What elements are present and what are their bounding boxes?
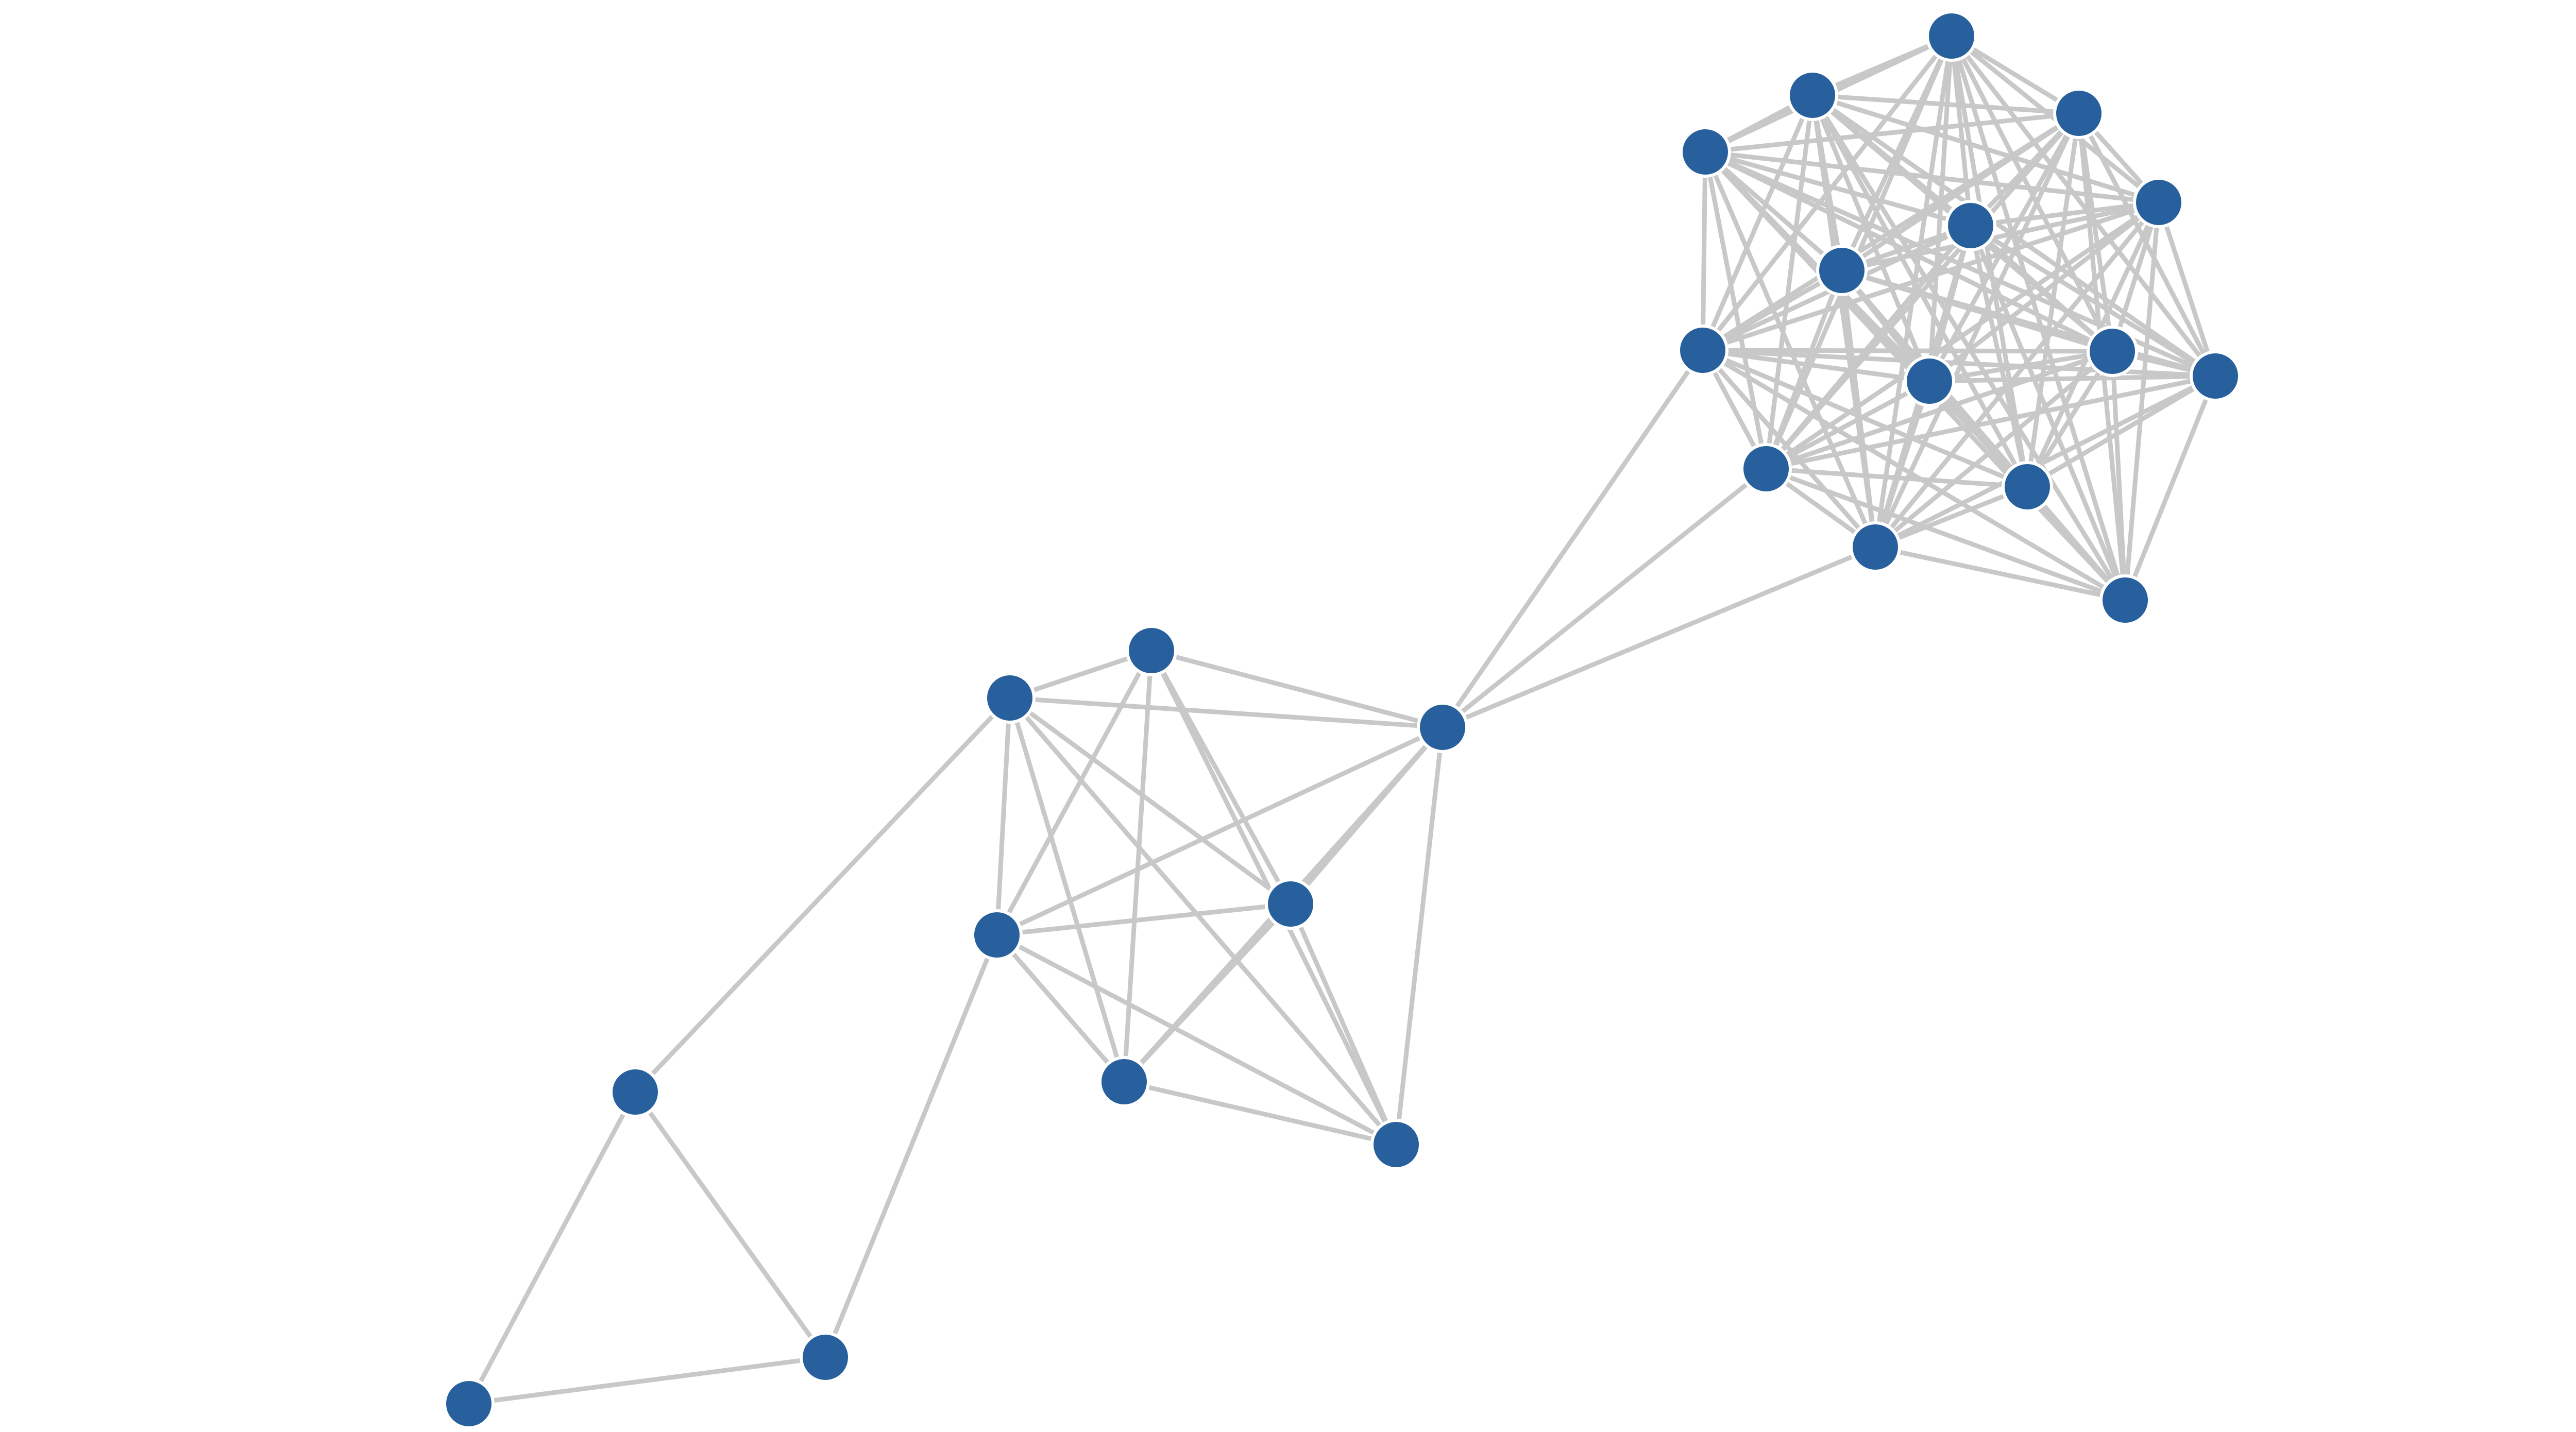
edge-0-14 [1949, 33, 2128, 603]
edge-1-2 [1810, 93, 2081, 116]
edge-17-19 [994, 695, 1012, 937]
node-1[interactable] [1787, 70, 1838, 121]
edge-6-9 [1839, 268, 2218, 379]
node-5[interactable] [2133, 177, 2184, 228]
edge-19-23 [823, 932, 999, 1360]
edge-0-13 [1949, 33, 2030, 489]
edge-12-13 [1873, 484, 2030, 550]
node-3[interactable] [1680, 126, 1731, 178]
edge-19-20 [994, 932, 1127, 1084]
node-17[interactable] [984, 672, 1036, 724]
edge-2-3 [1703, 111, 2081, 155]
edge-15-12 [1440, 544, 1878, 730]
edge-9-11 [1927, 373, 2218, 384]
edge-18-19 [994, 901, 1293, 937]
node-18[interactable] [1265, 878, 1316, 930]
edge-11-12 [1873, 379, 1932, 550]
edge-15-21 [1394, 725, 1445, 1147]
edge-22-24 [466, 1089, 638, 1406]
edge-1-5 [1810, 93, 2161, 205]
edge-3-5 [1703, 149, 2161, 205]
node-9[interactable] [2190, 350, 2241, 402]
edge-1-7 [1700, 93, 1815, 353]
edge-6-7 [1700, 268, 1844, 353]
edge-17-22 [633, 695, 1012, 1095]
node-21[interactable] [1370, 1119, 1422, 1170]
edge-17-18 [1007, 695, 1293, 907]
node-16[interactable] [1126, 625, 1177, 676]
node-22[interactable] [609, 1066, 661, 1118]
node-15[interactable] [1417, 702, 1468, 753]
edge-9-12 [1873, 373, 2218, 550]
edge-17-21 [1007, 695, 1399, 1147]
edge-5-12 [1873, 200, 2161, 550]
edge-15-7 [1440, 348, 1705, 730]
edge-9-13 [2025, 373, 2218, 489]
edge-3-4 [1703, 149, 1973, 228]
edge-10-11 [1764, 379, 1932, 471]
node-19[interactable] [971, 909, 1023, 961]
edge-15-17 [1007, 695, 1445, 730]
edge-15-16 [1149, 648, 1445, 730]
edge-4-5 [1968, 200, 2161, 228]
edge-16-19 [994, 648, 1154, 937]
edge-1-10 [1764, 93, 1815, 471]
node-0[interactable] [1926, 10, 1977, 62]
edge-19-21 [994, 932, 1399, 1147]
edge-6-12 [1839, 268, 1878, 550]
edge-18-20 [1122, 901, 1293, 1084]
edge-5-7 [1700, 200, 2161, 353]
edge-0-11 [1927, 33, 1954, 384]
edge-3-6 [1703, 149, 1844, 273]
edge-7-14 [1700, 348, 2128, 603]
node-13[interactable] [2002, 461, 2053, 513]
edge-15-10 [1440, 466, 1769, 730]
edge-16-20 [1122, 648, 1154, 1084]
edge-8-14 [2110, 349, 2128, 603]
edge-9-10 [1764, 373, 2218, 471]
edge-3-10 [1703, 149, 1769, 471]
edge-4-8 [1968, 223, 2115, 354]
edge-4-13 [1968, 223, 2030, 489]
node-14[interactable] [2099, 574, 2151, 626]
edge-0-9 [1949, 33, 2218, 379]
node-12[interactable] [1850, 521, 1901, 573]
node-7[interactable] [1677, 325, 1728, 376]
node-24[interactable] [443, 1378, 495, 1429]
edge-17-20 [1007, 695, 1127, 1084]
edge-7-11 [1700, 348, 1932, 384]
edges-layer [466, 33, 2218, 1406]
edge-4-10 [1764, 223, 1973, 471]
edge-10-14 [1764, 466, 2128, 603]
node-6[interactable] [1816, 245, 1868, 296]
node-20[interactable] [1098, 1056, 1150, 1107]
node-23[interactable] [800, 1332, 851, 1383]
edge-5-14 [2123, 200, 2161, 603]
node-10[interactable] [1740, 443, 1792, 495]
edge-9-14 [2123, 373, 2218, 603]
node-8[interactable] [2087, 326, 2138, 377]
edge-7-8 [1700, 348, 2115, 354]
edge-7-12 [1700, 348, 1878, 550]
edge-20-21 [1122, 1079, 1399, 1147]
edge-22-23 [633, 1089, 828, 1360]
edge-23-24 [466, 1355, 828, 1406]
edge-3-8 [1703, 149, 2115, 354]
edge-5-9 [2156, 200, 2218, 379]
node-11[interactable] [1904, 355, 1955, 407]
edge-12-14 [1873, 544, 2128, 603]
edge-5-8 [2110, 200, 2161, 354]
node-2[interactable] [2053, 88, 2105, 139]
edge-7-9 [1700, 348, 2218, 379]
edge-8-10 [1764, 349, 2115, 471]
edge-8-11 [1927, 349, 2115, 384]
edge-18-21 [1288, 901, 1399, 1147]
edge-1-11 [1810, 93, 1932, 384]
node-4[interactable] [1945, 200, 1996, 251]
edge-3-7 [1700, 149, 1708, 353]
edge-5-6 [1839, 200, 2161, 273]
nodes-layer [443, 10, 2241, 1429]
